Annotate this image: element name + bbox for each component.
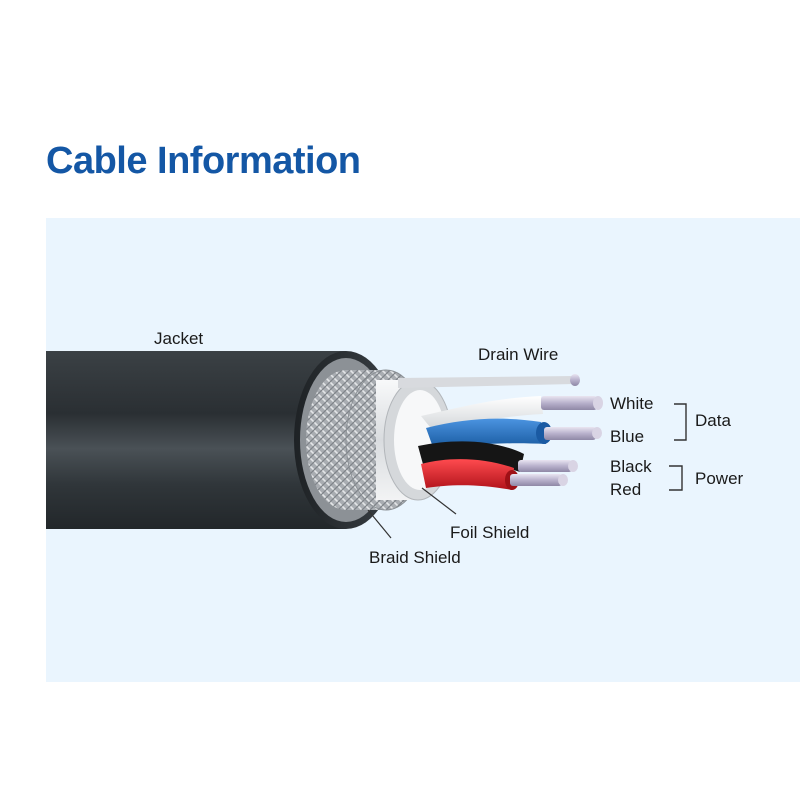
braid-shield-leader	[367, 509, 392, 539]
leader-lines	[367, 487, 457, 539]
black-wire-label: Black	[610, 457, 652, 476]
red-conductor	[421, 459, 568, 490]
drain-wire	[398, 374, 580, 388]
jacket-label: Jacket	[154, 329, 204, 348]
group-brackets	[669, 403, 687, 491]
data-group-label: Data	[695, 411, 731, 430]
drain-wire-label: Drain Wire	[478, 345, 559, 364]
data-bracket	[674, 403, 687, 441]
white-wire-label: White	[610, 394, 654, 413]
cable-diagram-panel: Jacket Drain Wire White Blue Data Black …	[46, 218, 800, 682]
cable-illustration	[46, 351, 687, 539]
red-wire-label: Red	[610, 480, 642, 499]
power-bracket	[669, 465, 683, 491]
braid-shield-label: Braid Shield	[369, 548, 461, 567]
power-group-label: Power	[695, 469, 744, 488]
page-title: Cable Information	[46, 140, 361, 182]
foil-shield-leader	[421, 487, 457, 515]
foil-shield-label: Foil Shield	[450, 523, 530, 542]
blue-wire-label: Blue	[610, 427, 645, 446]
